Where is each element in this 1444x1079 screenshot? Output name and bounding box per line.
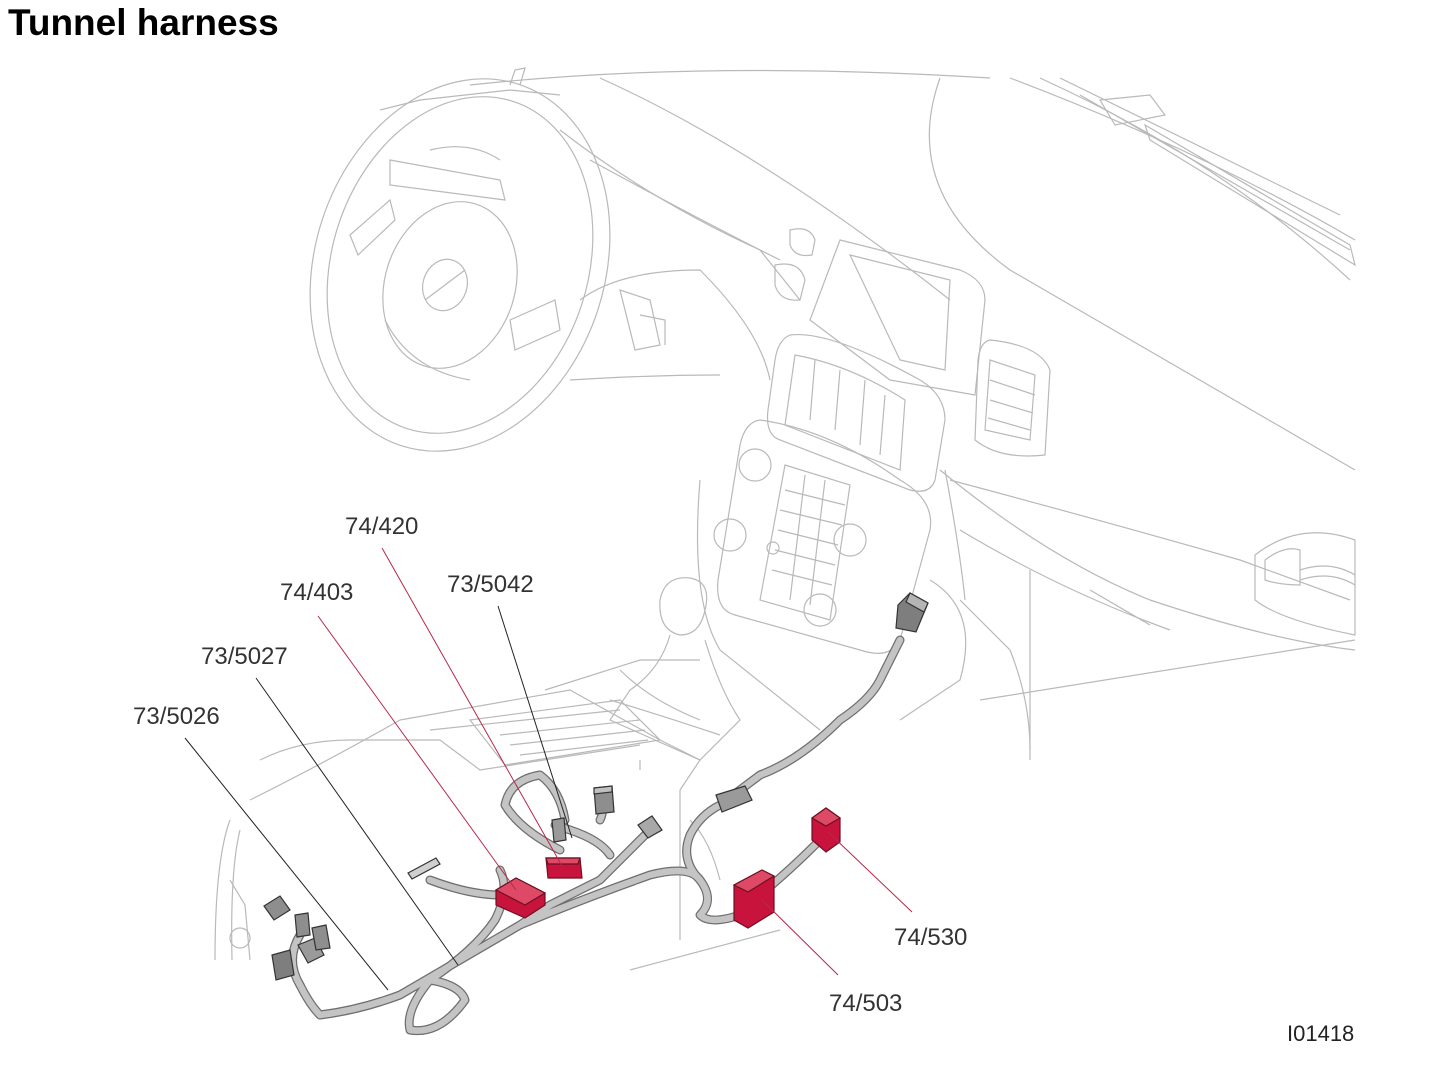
leader-73-5042 <box>497 605 573 839</box>
figure-id: I01418 <box>1287 1021 1355 1046</box>
page-title: Tunnel harness <box>8 2 279 43</box>
leader-74-403 <box>317 615 517 891</box>
connector-top-c <box>551 817 567 843</box>
leader-lines <box>184 547 913 991</box>
connector-left-d <box>311 924 331 951</box>
highlight-connectors <box>494 807 842 929</box>
callout-74-420: 74/420 <box>345 513 418 540</box>
connector-top-b <box>637 815 663 839</box>
connector-74-403 <box>494 877 547 919</box>
connector-mid <box>715 785 753 813</box>
panel-buttons <box>771 474 846 606</box>
leader-74-530 <box>827 831 913 913</box>
center-console <box>696 228 1356 760</box>
grey-connectors <box>263 592 929 981</box>
connector-74-503 <box>732 869 776 929</box>
leader-73-5026 <box>184 737 389 991</box>
callout-73-5042: 73/5042 <box>447 571 534 598</box>
tunnel-console <box>214 659 781 971</box>
callout-74-503: 74/503 <box>829 990 902 1017</box>
connector-74-420 <box>545 857 583 879</box>
connector-left-a <box>263 895 291 921</box>
dashboard-outline <box>469 69 1356 651</box>
connector-left-b <box>294 912 311 938</box>
leader-73-5027 <box>255 677 459 966</box>
leader-74-420 <box>381 547 563 867</box>
connector-74-530 <box>810 807 842 853</box>
connector-left-e <box>271 949 295 981</box>
callout-73-5027: 73/5027 <box>201 643 288 670</box>
connector-upper-right <box>895 592 929 633</box>
connector-top-a <box>593 785 615 815</box>
callout-labels: 74/420 73/5042 74/403 73/5027 73/5026 74… <box>133 513 967 1017</box>
callout-74-403: 74/403 <box>280 579 353 606</box>
wiring-harness <box>288 635 905 1036</box>
callout-74-530: 74/530 <box>894 924 967 951</box>
callout-73-5026: 73/5026 <box>133 703 220 730</box>
steering-wheel <box>309 67 666 452</box>
connector-flat <box>407 857 441 880</box>
gear-shifter <box>609 577 741 761</box>
leader-74-503 <box>761 899 839 976</box>
